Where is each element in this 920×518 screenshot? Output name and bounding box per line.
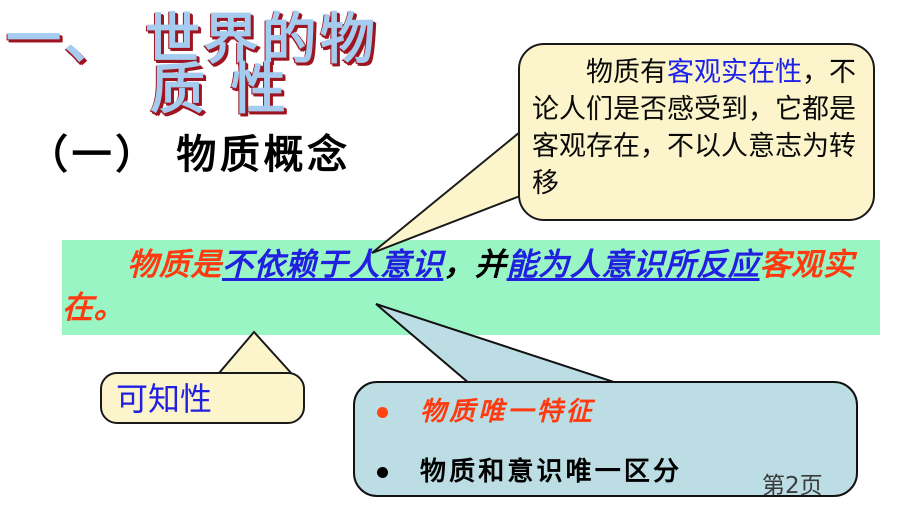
yellow-callout-tail bbox=[371, 130, 521, 254]
green-definition-text: 物质是不依赖于人意识，并能为人意识所反应客观实在。 bbox=[62, 244, 880, 330]
blue-callout-item-1-label: 物质唯一特征 bbox=[420, 397, 595, 427]
yellow-callout-text-prefix: 物质有 bbox=[586, 57, 667, 88]
bullet-dot-icon bbox=[377, 406, 388, 418]
green-definition-box: 物质是不依赖于人意识，并能为人意识所反应客观实在。 bbox=[62, 240, 880, 335]
slide-title-line-1: 一、 世界的物 bbox=[6, 7, 379, 71]
blue-callout-box: 物质唯一特征 物质和意识唯一区分 bbox=[353, 381, 858, 497]
blue-callout-item-2-label: 物质和意识唯一区分 bbox=[420, 457, 683, 487]
yellow-callout-box: 物质有客观实在性，不论人们是否感受到，它都是客观存在，不以人意志为转移 bbox=[518, 43, 875, 221]
green-text-seg-5: 客观实在。 bbox=[62, 247, 855, 326]
slide-subtitle: （一） 物质概念 bbox=[28, 131, 351, 178]
blue-callout-list-item-1: 物质唯一特征 bbox=[377, 395, 595, 429]
green-text-seg-2: 不依赖于人意识 bbox=[221, 247, 444, 283]
blue-callout-tail bbox=[375, 303, 621, 385]
yellow-callout-text-suffix: ，不论人们是否感受到，它都是客观存在，不以人意志为转移 bbox=[532, 57, 856, 199]
knowability-callout-box: 可知性 bbox=[100, 372, 305, 424]
page-number: 第2页 bbox=[762, 473, 823, 499]
yellow-callout-text-highlight: 客观实在性 bbox=[667, 57, 802, 88]
yellow-callout-text: 物质有客观实在性，不论人们是否感受到，它都是客观存在，不以人意志为转移 bbox=[532, 55, 863, 203]
slide-title-line-2: 质 性 bbox=[150, 57, 290, 121]
blue-callout-list-item-2: 物质和意识唯一区分 bbox=[377, 455, 682, 489]
green-text-seg-4: 能为人意识所反应 bbox=[506, 247, 760, 283]
green-text-seg-1: 物质是 bbox=[127, 247, 222, 283]
knowability-callout-text: 可知性 bbox=[116, 380, 213, 418]
bullet-dot-icon bbox=[377, 466, 388, 478]
green-text-seg-3: ，并 bbox=[443, 247, 507, 283]
